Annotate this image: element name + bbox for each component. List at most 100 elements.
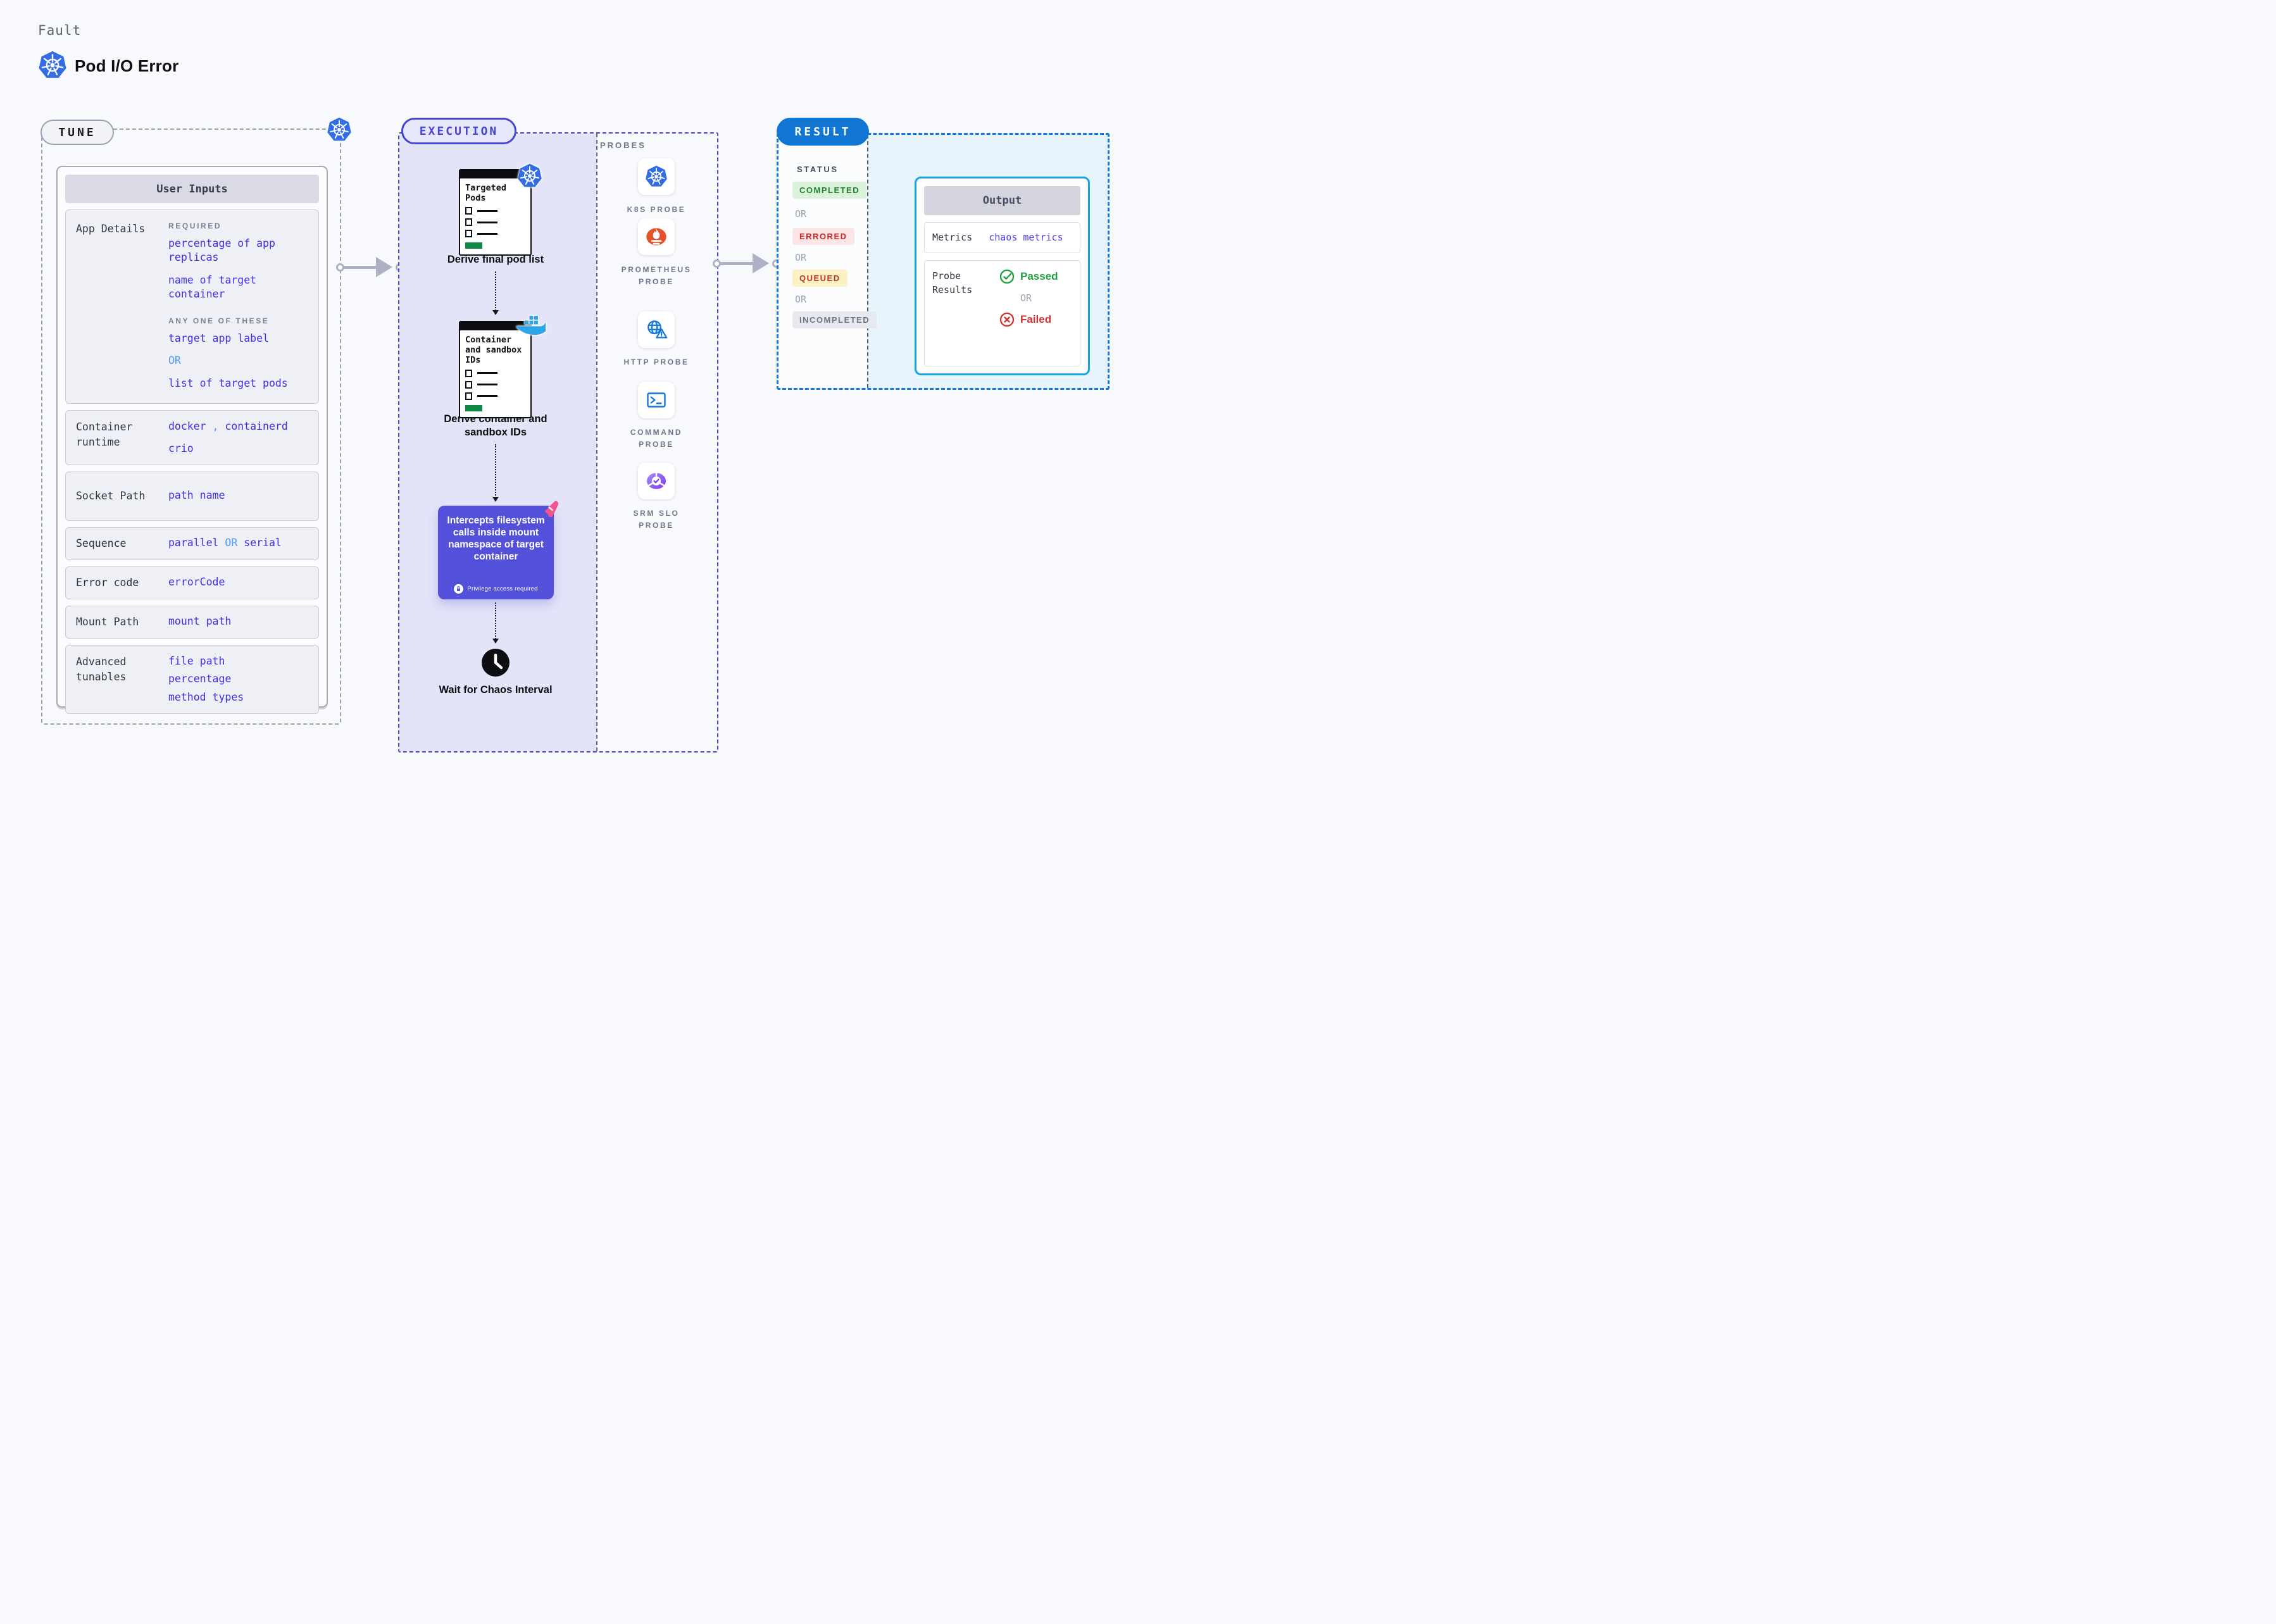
or-label: OR — [225, 537, 238, 549]
input-row-app-details: App Details REQUIRED percentage of app r… — [65, 209, 319, 404]
value: file path — [168, 655, 225, 668]
user-inputs-header: User Inputs — [65, 175, 319, 203]
checkbox-icon — [465, 230, 472, 238]
cross-circle-icon — [999, 312, 1015, 327]
probe-label: PROMETHEUS PROBE — [621, 265, 692, 286]
harness-badge-icon — [541, 499, 560, 518]
value: list of target pods — [168, 377, 288, 389]
prometheus-icon — [645, 225, 668, 248]
clock-icon — [480, 647, 511, 678]
kubernetes-icon — [645, 165, 668, 188]
row-label: Sequence — [76, 537, 127, 550]
input-row-advanced-tunables: Advanced tunables file path percentage m… — [65, 645, 319, 714]
input-row-container-runtime: Container runtime docker , containerd cr… — [65, 409, 319, 466]
row-label: Advanced tunables — [76, 656, 127, 683]
value: path name — [168, 489, 225, 502]
probes-label: PROBES — [600, 141, 646, 150]
execution-pill: EXECUTION — [401, 118, 516, 144]
result-divider — [867, 135, 868, 388]
output-header: Output — [924, 186, 1080, 215]
input-row-socket-path: Socket Path path name — [65, 472, 319, 522]
doc-green-button — [465, 242, 482, 249]
row-label: Error code — [76, 577, 139, 589]
checkbox-icon — [465, 207, 472, 215]
status-label: STATUS — [797, 165, 839, 174]
terminal-icon — [645, 389, 668, 411]
checkbox-icon — [465, 218, 472, 227]
probe-results-label: Probe Results — [932, 270, 973, 296]
fault-kicker: Fault — [38, 23, 82, 38]
status-badge-queued: QUEUED — [792, 270, 847, 287]
checkbox-icon — [465, 380, 472, 389]
any-one-label: ANY ONE OF THESE — [168, 316, 270, 326]
user-inputs-panel: User Inputs App Details REQUIRED percent… — [56, 166, 328, 714]
k8s-probe-card — [638, 158, 675, 195]
value: crio — [168, 442, 194, 455]
result-pill: RESULT — [777, 118, 869, 146]
or-label: OR — [168, 354, 181, 367]
value: parallel — [168, 537, 219, 549]
http-probe-card — [638, 311, 675, 348]
probe-label: COMMAND PROBE — [630, 428, 683, 449]
value: name of target container — [168, 273, 257, 300]
probe-label: SRM SLO PROBE — [633, 509, 680, 530]
globe-warning-icon — [645, 318, 668, 341]
step-caption: Derive final pod list — [447, 254, 544, 265]
metrics-value: chaos metrics — [989, 232, 1063, 244]
row-label: Mount Path — [76, 616, 139, 628]
value: mount path — [168, 615, 232, 628]
probe-label: HTTP PROBE — [623, 358, 689, 366]
passed-label: Passed — [1020, 270, 1058, 282]
value: errorCode — [168, 576, 225, 589]
docker-icon — [515, 314, 546, 337]
or-label: OR — [1020, 292, 1032, 304]
doc-title: Container and sandbox IDs — [465, 335, 522, 366]
prometheus-probe-card — [638, 218, 675, 255]
fault-diagram-canvas: Fault Pod I/O Error TUNE User Inputs App… — [0, 0, 1138, 812]
probe-label: K8S PROBE — [627, 205, 686, 214]
checkbox-icon — [465, 392, 472, 400]
kubernetes-icon — [327, 117, 352, 142]
value: containerd — [225, 420, 288, 432]
checkbox-icon — [465, 369, 472, 377]
doc-green-button — [465, 404, 482, 411]
status-badge-errored: ERRORED — [792, 228, 854, 245]
flow-connector — [492, 444, 499, 502]
slo-donut-icon — [645, 470, 668, 492]
tune-section-box — [41, 128, 341, 725]
status-badge-completed: COMPLETED — [792, 182, 867, 199]
privilege-label: Privilege access required — [467, 585, 538, 592]
intercept-text: Intercepts filesystem calls inside mount… — [447, 515, 545, 562]
row-label: Socket Path — [76, 490, 146, 503]
value: serial — [244, 537, 282, 549]
intercept-step-box: Intercepts filesystem calls inside mount… — [438, 506, 554, 599]
tune-pill: TUNE — [41, 120, 114, 145]
flow-connector — [492, 603, 499, 644]
probe-results-row: Probe Results Passed OR Failed — [924, 259, 1080, 366]
value: percentage of app replicas — [168, 237, 275, 264]
or-label: OR — [795, 252, 807, 263]
input-row-mount-path: Mount Path mount path — [65, 606, 319, 639]
or-label: OR — [795, 208, 807, 220]
flow-connector — [492, 272, 499, 315]
value: docker — [168, 420, 206, 432]
input-row-sequence: Sequence parallel OR serial — [65, 527, 319, 561]
page-title: Pod I/O Error — [75, 56, 179, 75]
failed-label: Failed — [1020, 313, 1052, 325]
output-card: Output Metrics chaos metrics Probe Resul… — [915, 177, 1090, 375]
lock-icon — [454, 584, 463, 594]
status-badge-incompleted: INCOMPLETED — [792, 311, 877, 328]
value: percentage — [168, 673, 232, 685]
doc-titlebar — [460, 170, 530, 178]
input-row-error-code: Error code errorCode — [65, 566, 319, 600]
probes-divider — [596, 134, 597, 751]
row-label: Container runtime — [76, 420, 133, 448]
metrics-label: Metrics — [932, 232, 973, 243]
value: method types — [168, 690, 244, 703]
doc-titlebar — [460, 322, 530, 330]
command-probe-card — [638, 382, 675, 418]
check-circle-icon — [999, 269, 1015, 284]
required-label: REQUIRED — [168, 222, 222, 230]
srm-slo-probe-card — [638, 463, 675, 499]
wait-caption: Wait for Chaos Interval — [439, 684, 553, 696]
